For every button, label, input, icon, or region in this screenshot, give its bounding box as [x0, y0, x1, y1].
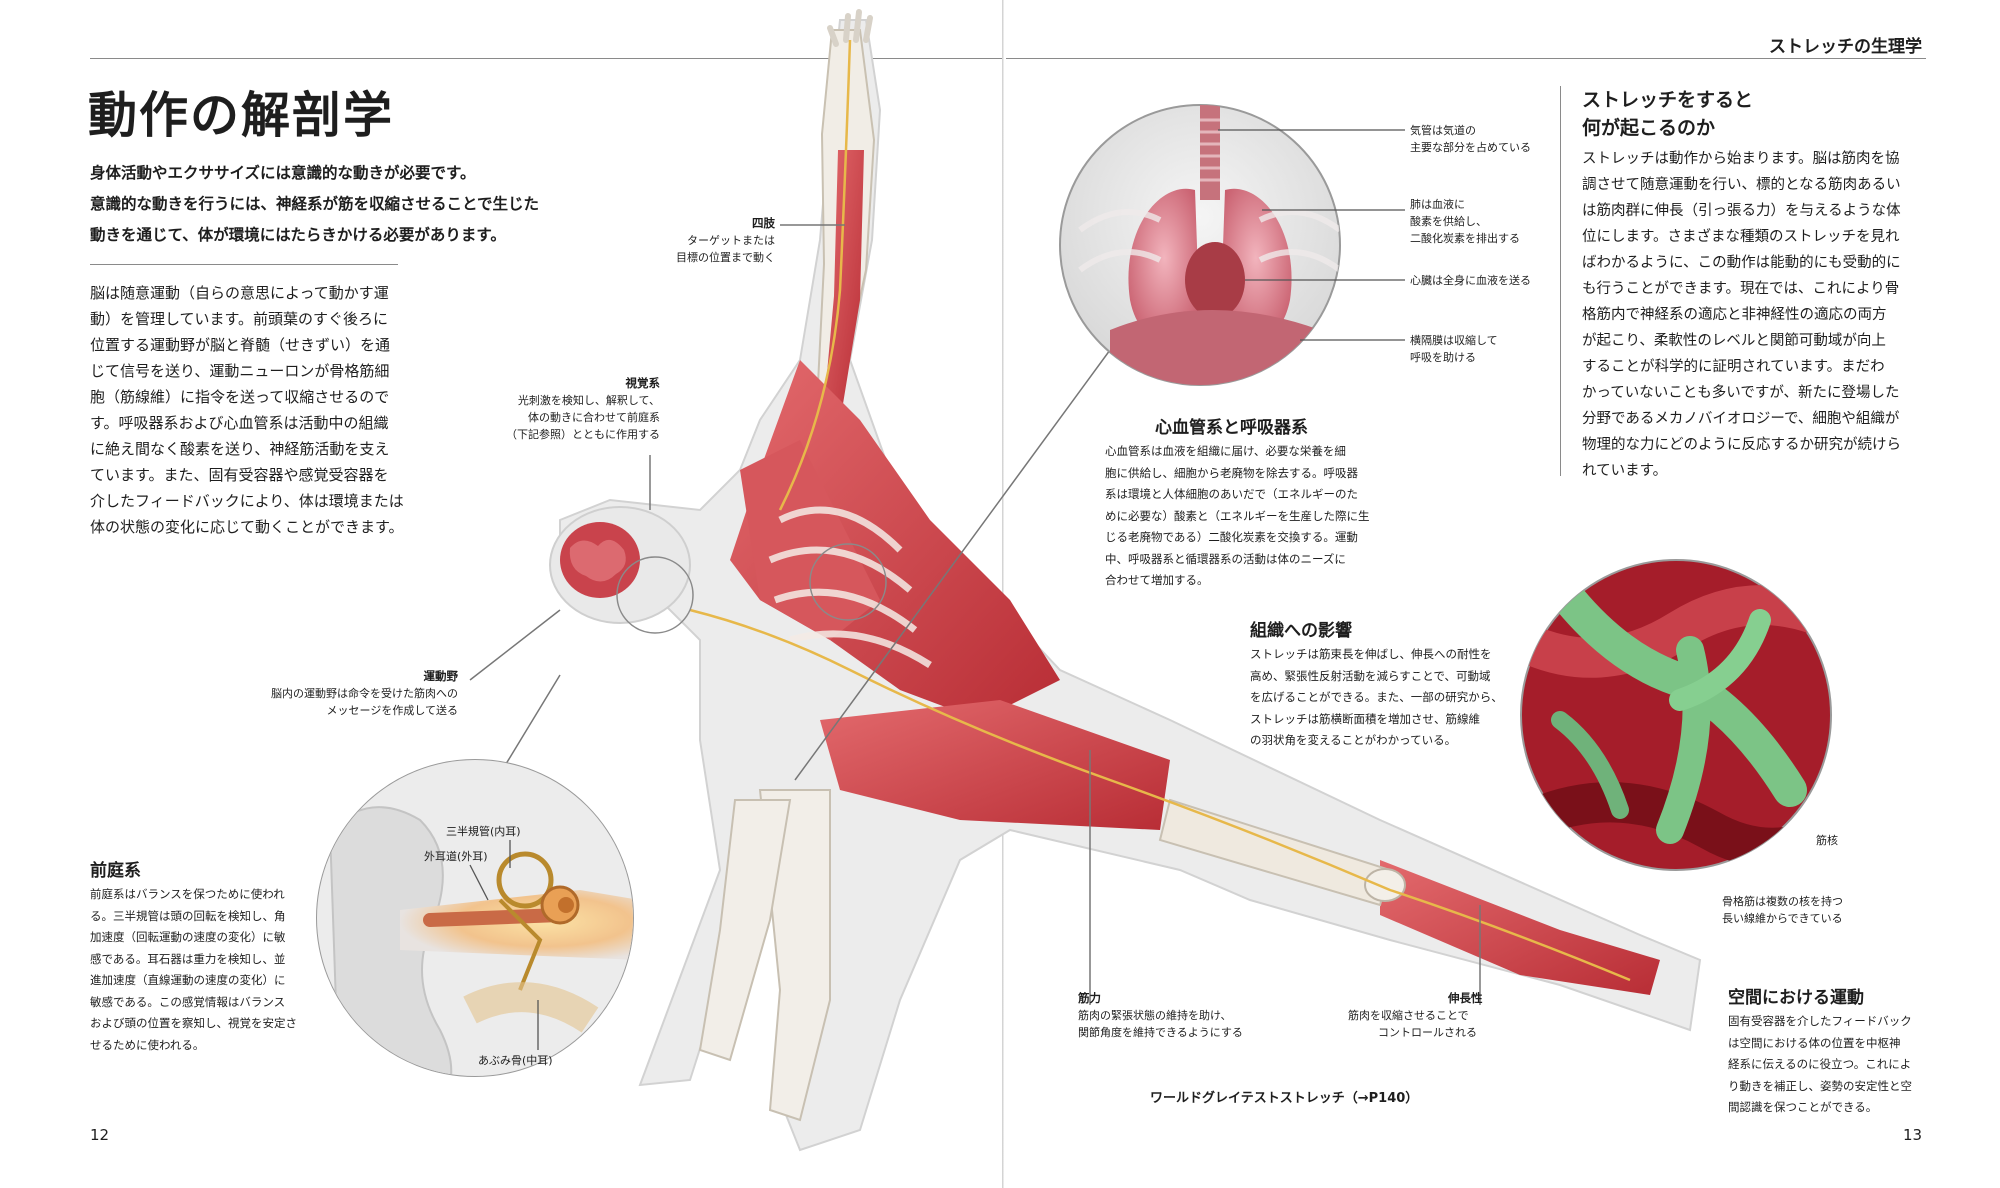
label-extensibility: 伸長性 筋肉を収縮させることで コントロールされる [1348, 991, 1483, 1039]
nerve-lines [689, 39, 1631, 982]
caption-spatial: 空間における運動 固有受容器を介したフィードバック は空間における体の位置を中枢… [1728, 988, 1912, 1114]
caption-cardio: 心血管系と呼吸器系 心血管系は血液を組織に届け、必要な栄養を細 胞に供給し、細胞… [1105, 418, 1370, 587]
label-visual-system: 視覚系 光刺激を検知し、解釈して、 体の動きに合わせて前庭系 （下記参照）ととも… [506, 376, 660, 441]
running-title: ストレッチの生理学 [1769, 37, 1922, 57]
header-rule-left [90, 58, 1002, 59]
label-motor-cortex: 運動野 脳内の運動野は命令を受けた筋肉への メッセージを作成して送る [271, 669, 458, 717]
leg-muscles [698, 700, 1660, 1122]
lead-paragraph: 身体活動やエクササイズには意識的な動きが必要です。 意識的な動きを行うには、神経… [90, 164, 540, 244]
sidebar: ストレッチをすると 何が起こるのか ストレッチは動作から始まります。脳は筋肉を協… [1582, 89, 1901, 479]
chest-inset [1059, 104, 1341, 386]
label-stapes: あぶみ骨(中耳) [478, 1054, 553, 1067]
torso-muscles [730, 360, 1060, 720]
label-skeletal-fiber: 骨格筋は複数の核を持つ 長い線維からできている [1722, 895, 1843, 925]
label-ear-canal: 外耳道(外耳) [424, 850, 488, 863]
page-number-right: 13 [1903, 1126, 1923, 1144]
lead-divider [90, 264, 398, 265]
page-title: 動作の解剖学 [88, 87, 395, 144]
label-lungs: 肺は血液に 酸素を供給し、 二酸化炭素を排出する [1410, 198, 1520, 245]
arm-illustration [816, 9, 876, 410]
label-semicircular-canals: 三半規管(内耳) [446, 825, 521, 838]
figure-caption: ワールドグレイテストストレッチ（→P140） [1150, 1091, 1419, 1106]
label-strength: 筋力 筋肉の緊張状態の維持を助け、 関節角度を維持できるようにする [1078, 991, 1243, 1039]
head-illustration [549, 506, 691, 624]
caption-tissue: 組織への影響 ストレッチは筋束長を伸ばし、伸長への耐性を 高め、緊張性反射活動を… [1250, 621, 1503, 747]
header-rule-right [1006, 58, 1926, 59]
micrograph-inset [1520, 559, 1832, 871]
page-number-left: 12 [90, 1126, 110, 1144]
label-diaphragm: 横隔膜は収縮して 呼吸を助ける [1410, 334, 1498, 364]
label-limbs: 四肢 ターゲットまたは 目標の位置まで動く [676, 216, 775, 264]
label-heart: 心臓は全身に血液を送る [1410, 274, 1531, 287]
label-trachea: 気管は気道の 主要な部分を占めている [1410, 124, 1531, 154]
body-paragraph: 脳は随意運動（自らの意思によって動かす運 動）を管理しています。前頭葉のすぐ後ろ… [90, 284, 404, 536]
label-nucleus: 筋核 [1816, 834, 1838, 847]
sidebar-divider [1560, 86, 1561, 476]
caption-vestibular: 前庭系 前庭系はバランスを保つために使われ る。三半規管は頭の回転を検知し、角 … [90, 861, 297, 1052]
ear-inset [316, 759, 634, 1077]
